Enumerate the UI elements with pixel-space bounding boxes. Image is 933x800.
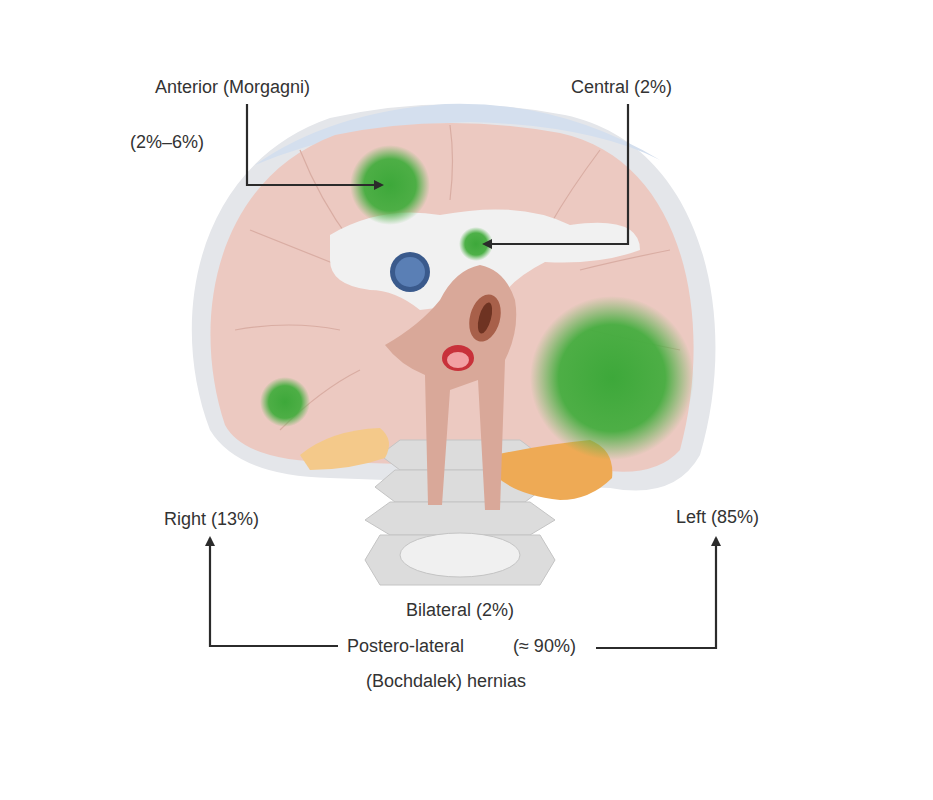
aorta — [442, 345, 474, 371]
percent-label: (2%–6%) — [128, 133, 206, 153]
label-text: Anterior (Morgagni) — [153, 78, 312, 98]
crura — [385, 265, 516, 510]
vena-cava — [390, 252, 430, 292]
hernia-site — [260, 377, 310, 427]
label-text: (Bochdalek) hernias — [364, 672, 528, 692]
esophagus — [475, 301, 495, 335]
label-text: Bilateral (2%) — [404, 601, 516, 621]
hernia-site — [530, 296, 694, 460]
vena-cava — [395, 257, 425, 287]
aorta — [447, 352, 469, 368]
esophagus — [464, 291, 505, 345]
label-text: Postero-lateral — [345, 637, 466, 657]
label-text: Central (2%) — [569, 78, 674, 98]
label-text: Right (13%) — [162, 510, 261, 530]
label-text: Left (85%) — [674, 508, 761, 528]
leader-line — [210, 104, 716, 648]
psoas — [300, 428, 389, 470]
percent-label: (≈ 90%) — [511, 637, 578, 657]
